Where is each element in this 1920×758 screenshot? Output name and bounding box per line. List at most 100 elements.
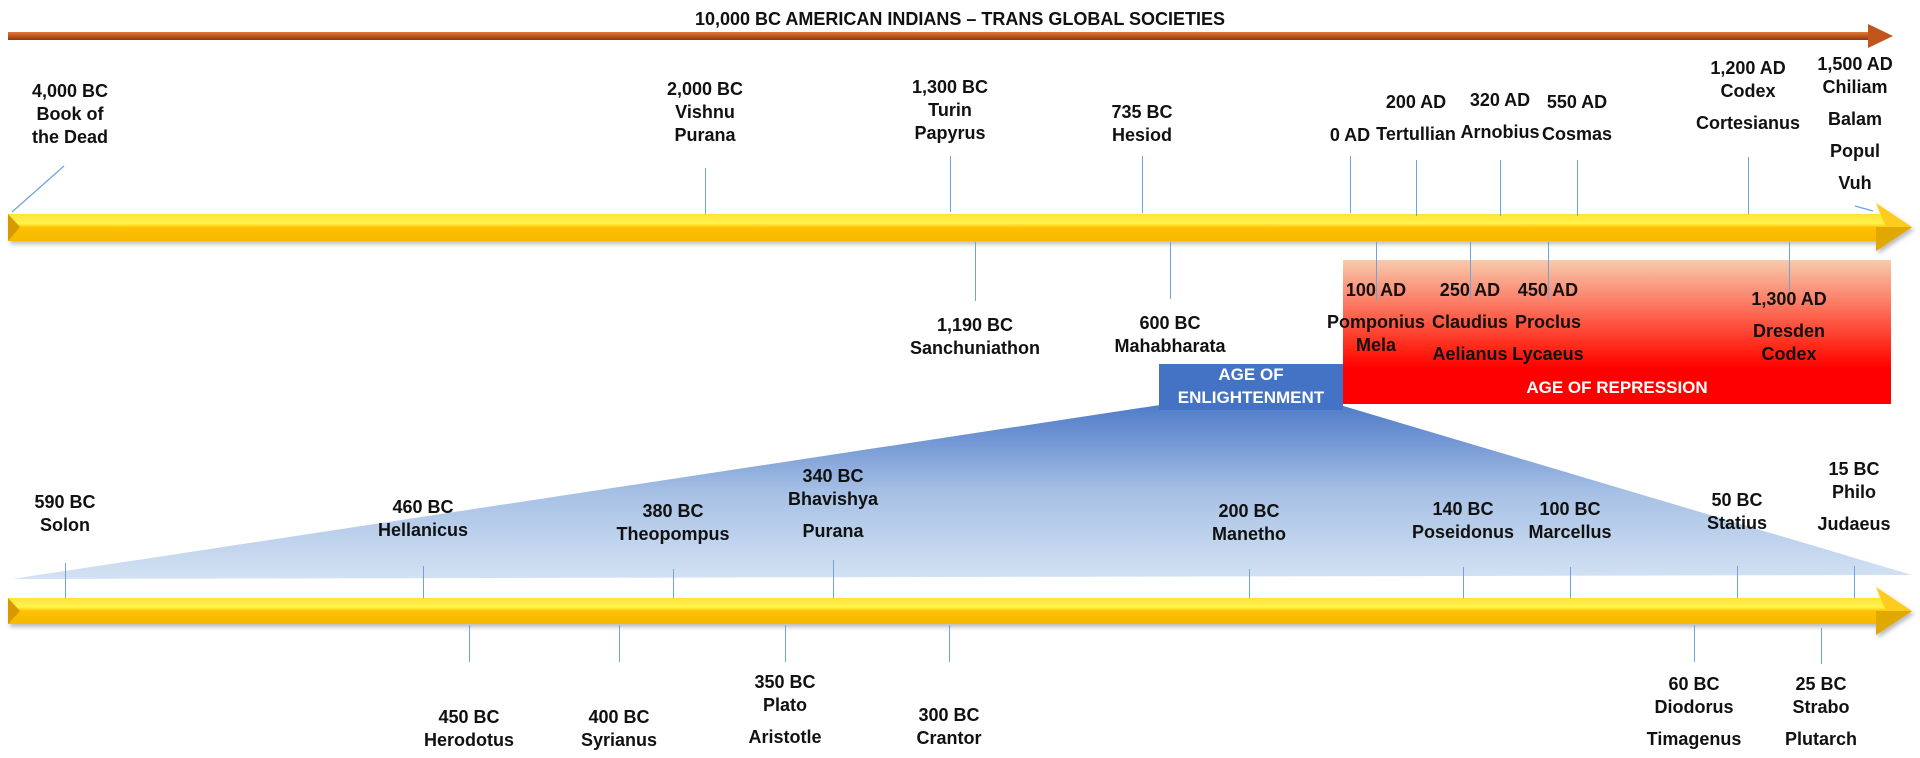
event-source: Lycaeus [1512,344,1584,364]
repression-box [1343,260,1891,404]
event-source: Poseidonus [1411,522,1515,542]
event-date: 15 BC [1828,459,1880,479]
event-date: 450 BC [438,707,500,727]
event-label: 450 BC Herodotus [424,706,514,752]
timeline-tick [1570,567,1571,598]
event-source: Mela [1355,335,1397,355]
event-source: Turin [928,100,972,120]
event-source: Purana [674,125,736,145]
event-source: Timagenus [1646,729,1742,749]
event-label: 550 AD Cosmas [1542,91,1612,146]
timeline-tick [1350,156,1351,213]
event-source: Vuh [1838,173,1872,193]
timeline-tick [949,625,950,662]
event-date: 735 BC [1111,102,1173,122]
event-source: Plutarch [1784,729,1858,749]
event-date: 590 BC [34,492,96,512]
timeline-tick [1789,242,1790,291]
event-date: 380 BC [642,501,704,521]
event-source: Philo [1832,482,1876,502]
lower-timeline-arrow [8,587,1912,635]
event-source: Chiliam [1822,77,1888,97]
event-date: 1,300 AD [1751,289,1827,309]
enlightenment-box [1159,364,1343,410]
event-source: Proclus [1514,312,1582,332]
event-source: Purana [802,521,864,541]
event-source: Cortesianus [1695,113,1801,133]
timeline-tick [423,566,424,598]
leader-line [1854,205,1874,212]
event-source: Cosmas [1541,124,1613,144]
event-label: 380 BC Theopompus [617,500,730,546]
timeline-tick [65,563,66,598]
event-source: Theopompus [616,524,730,544]
timeline-tick [469,625,470,662]
event-source: Papyrus [914,123,986,143]
event-source: Aelianus [1432,344,1508,364]
event-source: Herodotus [424,730,514,750]
event-date: 550 AD [1546,92,1608,112]
event-source: Codex [1720,81,1776,101]
event-date: 340 BC [802,466,864,486]
timeline-tick [785,625,786,662]
event-source: Codex [1761,344,1817,364]
orange-arrow [8,24,1893,48]
timeline-tick [1500,160,1501,216]
enlightenment-label-line1: AGE OF [1218,365,1284,384]
event-source: Hellanicus [377,520,469,540]
event-date: 1,300 BC [911,77,989,97]
event-date: 1,190 BC [936,315,1014,335]
timeline-tick [705,168,706,214]
event-source: Bhavishya [787,489,879,509]
event-source: Balam [1827,109,1883,129]
timeline-tick [1249,569,1250,598]
event-source: Judaeus [1817,514,1891,534]
event-date: 300 BC [918,705,980,725]
event-date: 1,500 AD [1817,54,1893,74]
event-label: 140 BC Poseidonus [1412,498,1514,544]
event-label: 0 AD [1330,124,1370,147]
event-source: Plato [762,695,808,715]
event-label: 590 BC Solon [34,491,95,537]
event-source: Dresden [1752,321,1826,341]
event-source: Diodorus [1654,697,1734,717]
timeline-tick [1170,242,1171,299]
timeline-tick [1470,242,1471,300]
event-source: the Dead [31,127,109,147]
timeline-tick [1854,566,1855,598]
event-source: Tertullian [1376,124,1456,144]
timeline-tick [619,625,620,662]
event-date: 140 BC [1432,499,1494,519]
timeline-tick [833,560,834,598]
timeline-tick [975,242,976,301]
event-source: Solon [40,515,90,535]
timeline-tick [1694,625,1695,662]
repression-label: AGE OF REPRESSION [1526,378,1708,397]
event-date: 450 AD [1517,280,1579,300]
event-date: 1,200 AD [1710,58,1786,78]
timeline-tick [1748,157,1749,214]
event-source: Book of [36,104,104,124]
event-source: Pomponius [1327,312,1425,332]
timeline-tick [950,156,951,212]
timeline-tick [1821,628,1822,664]
enlightenment-triangle [12,405,1912,579]
timeline-tick [1376,242,1377,301]
